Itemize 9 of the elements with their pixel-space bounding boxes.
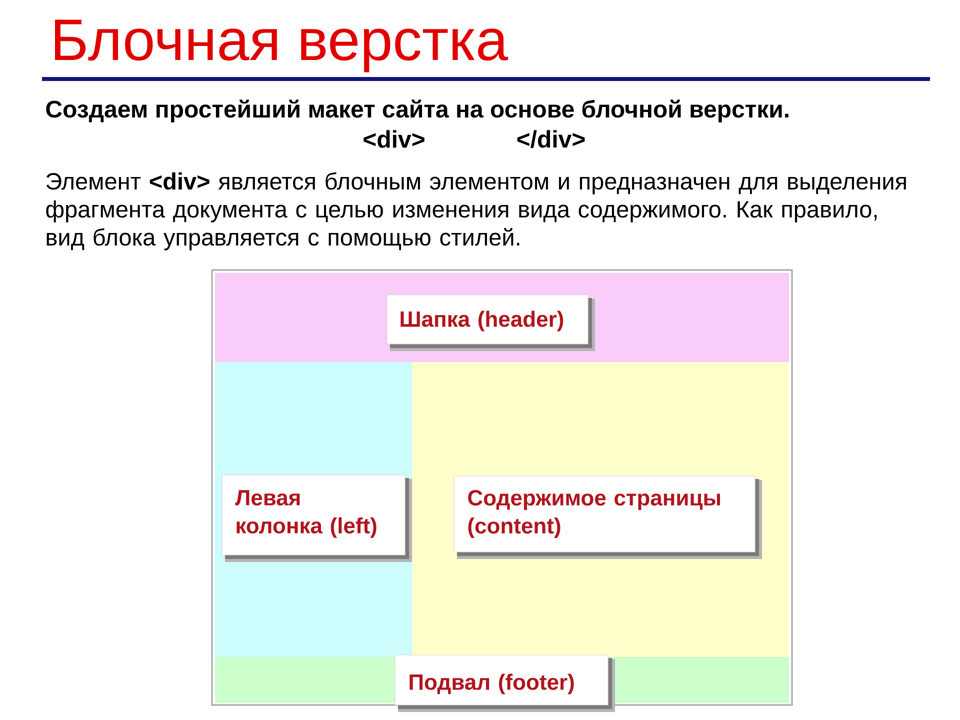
tag-text: </div> bbox=[517, 130, 585, 148]
label-card: Шапка (header) bbox=[386, 294, 595, 351]
label-card: Содержимое страницы (content) bbox=[454, 476, 762, 559]
paragraph: Элемент <div> является блочным элементом и предназначен для выделения фрагмента документа с целью изменения вида содержимого. Как правило, вид блока управляется с помощью стилей. bbox=[46, 172, 906, 250]
label-card: Левая колонка (left) bbox=[222, 474, 412, 562]
tag-text: <div> bbox=[364, 130, 424, 148]
title: Блочная верстка bbox=[55, 20, 508, 72]
subtitle: Создаем простейший макет сайта на основе блочной верстки. bbox=[46, 100, 788, 122]
label-card: Подвал (footer) bbox=[394, 654, 615, 712]
